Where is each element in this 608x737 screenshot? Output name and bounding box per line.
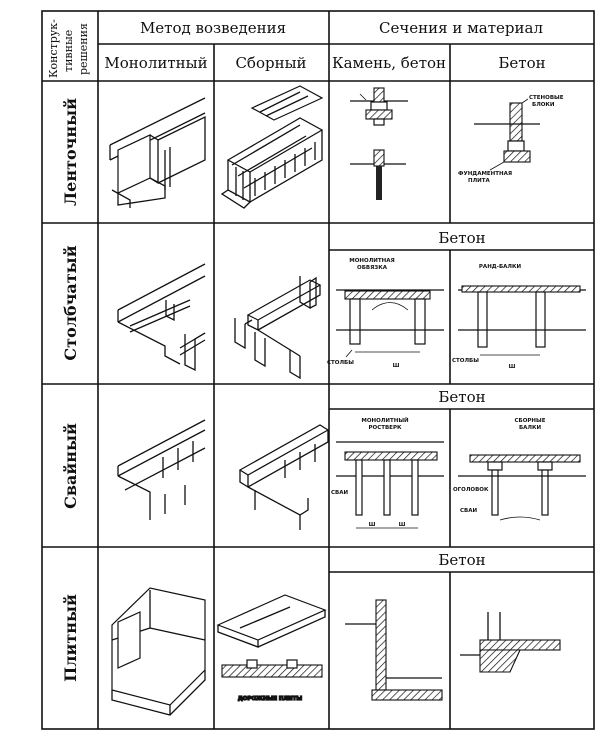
label-dim-right: Ш [509,364,516,370]
method-group-header: Метод возведения [140,19,286,37]
label-mono-grillage-2: РОСТВЕРК [369,425,402,431]
corner-label-line3: решения [77,23,90,75]
label-pile-cap: ОГОЛОВОК [453,487,489,493]
label-wall-blocks-2: БЛОКИ [532,102,555,108]
row-label-strip: Ленточный [61,98,80,206]
pile-prefab-beams-section-drawing: СБОРНЫЕ БАЛКИ ОГОЛОВОК СВАИ [453,418,586,521]
strip-concrete-section-drawing: СТЕНОВЫЕ БЛОКИ ФУНДАМЕНТНАЯ ПЛИТА [458,95,564,184]
label-posts-left: СТОЛБЫ [327,360,354,366]
slab-section-left-drawing [345,599,443,701]
pile-mono-grillage-section-drawing: МОНОЛИТНЫЙ РОСТВЕРК СВАИ Ш Ш [331,416,444,529]
col-stone-concrete-header: Камень, бетон [332,54,446,72]
corner-label-line1: Конструк- [47,19,60,78]
section-group-header: Сечения и материал [379,19,543,37]
corner-header: Конструк- тивные решения [47,19,90,78]
slab-prefab-drawing: ДОРОЖНЫЕ ПЛИТЫ [216,594,327,703]
slab-monolithic-drawing [111,587,206,716]
row-label-slab: Плитный [61,594,80,682]
row-label-column: Столбчатый [61,245,80,360]
column-monolithic-drawing [117,263,206,372]
label-prefab-beams-1: СБОРНЫЕ [515,418,546,424]
label-mono-cladding-2: ОБВЯЗКА [357,265,388,271]
row2-material-header: Бетон [438,229,485,247]
label-piles-right: СВАИ [460,508,477,514]
corner-label-line2: тивные [62,30,75,72]
label-piles-left: СВАИ [331,490,348,496]
pile-prefab-drawing [238,424,330,530]
label-pile-dim-b: Ш [399,522,406,528]
label-found-slab-1: ФУНДАМЕНТНАЯ [458,171,512,177]
row4-material-header: Бетон [438,551,485,569]
label-found-slab-2: ПЛИТА [468,178,491,184]
row3-material-header: Бетон [438,388,485,406]
column-rand-beam-section-drawing: РАНД-БАЛКИ СТОЛБЫ Ш [452,264,586,370]
label-dim-left: Ш [393,363,400,369]
column-mono-section-drawing: МОНОЛИТНАЯ ОБВЯЗКА СТОЛБЫ Ш [327,258,444,369]
slab-section-right-drawing [460,612,561,673]
strip-prefab-drawing [220,85,324,209]
strip-monolithic-drawing [109,97,206,208]
col-prefab-header: Сборный [235,54,306,72]
pile-monolithic-drawing [117,419,206,520]
col-concrete-header: Бетон [498,54,545,72]
table-grid [41,10,595,730]
label-posts-right: СТОЛБЫ [452,358,479,364]
label-prefab-beams-2: БАЛКИ [519,425,542,431]
strip-stone-section-drawing [350,87,408,200]
label-rand-beams: РАНД-БАЛКИ [479,264,522,270]
column-prefab-drawing [234,276,322,380]
label-road-slabs: ДОРОЖНЫЕ ПЛИТЫ [238,696,303,702]
label-mono-cladding-1: МОНОЛИТНАЯ [349,258,394,264]
label-pile-dim-a: Ш [369,522,376,528]
row-label-pile: Свайный [61,423,80,509]
col-monolithic-header: Монолитный [104,54,207,72]
label-wall-blocks-1: СТЕНОВЫЕ [529,95,564,101]
label-mono-grillage-1: МОНОЛИТНЫЙ [361,416,409,424]
